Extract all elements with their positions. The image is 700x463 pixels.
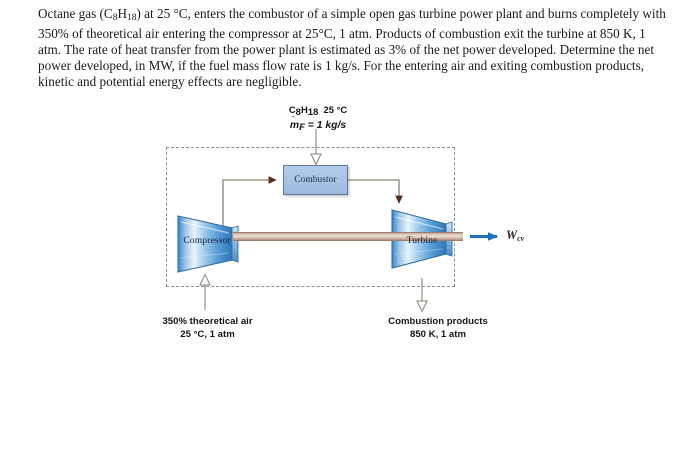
exhaust-line-2: 850 K, 1 atm xyxy=(410,328,466,340)
compressor-body xyxy=(177,215,239,273)
mass-flow-dot: ˙ xyxy=(291,115,295,126)
fuel-formula-h: H xyxy=(300,104,308,115)
work-symbol: W xyxy=(506,228,518,242)
mass-flow-value: = 1 kg/s xyxy=(307,120,347,132)
octane-carbon-subscript: 8 xyxy=(112,13,118,24)
compressor-label: Compressor xyxy=(183,235,231,246)
combustor-label: Combustor xyxy=(294,175,337,185)
problem-text-part-1: Octane gas (C xyxy=(38,6,113,21)
air-inlet-line-2: 25 °C, 1 atm xyxy=(180,328,235,340)
turbine-compressor-shaft xyxy=(233,232,463,241)
problem-text-part-3: ) at 25 °C, enters the combustor of a si… xyxy=(38,6,666,90)
fuel-inlet-label: C8H18 25 °C ˙mF = 1 kg/s xyxy=(238,103,398,134)
combustor-component[interactable]: Combustor xyxy=(283,165,348,195)
exhaust-outlet-label: Combustion products 850 K, 1 atm xyxy=(338,316,538,341)
mass-flow-subscript: F xyxy=(299,122,305,134)
fuel-temperature: 25 °C xyxy=(323,104,348,115)
mass-flow-m: m xyxy=(289,120,300,132)
fuel-inlet-arrow xyxy=(310,129,322,166)
fuel-formula-c: C xyxy=(288,104,296,115)
work-output-label: ˙Wcv xyxy=(506,228,524,243)
fuel-formula-h-sub: 18 xyxy=(307,107,319,119)
exhaust-outlet-arrow xyxy=(416,278,428,313)
octane-hydrogen-subscript: 18 xyxy=(126,13,137,24)
gas-turbine-schematic: Combustor Compressor Turbine C8H18 25 °C… xyxy=(115,103,538,341)
fuel-mass-flow-line: ˙mF = 1 kg/s xyxy=(238,115,398,134)
fuel-formula-line: C8H18 25 °C xyxy=(238,103,398,119)
problem-text: Octane gas (C8H18) at 25 °C, enters the … xyxy=(38,6,666,91)
control-volume-boundary xyxy=(166,147,455,287)
air-inlet-line-1: 350% theoretical air xyxy=(162,316,253,327)
problem-statement: Octane gas (C8H18) at 25 °C, enters the … xyxy=(38,6,666,91)
pipe-compressor-to-combustor xyxy=(222,176,277,236)
turbine-label: Turbine xyxy=(406,235,438,246)
problem-text-part-2: H xyxy=(117,6,127,21)
fuel-formula-c-sub: 8 xyxy=(295,107,301,119)
air-inlet-arrow xyxy=(199,273,211,310)
mass-flow-symbol: ˙m xyxy=(289,115,300,132)
exhaust-line-1: Combustion products xyxy=(388,316,488,327)
pipe-combustor-to-turbine xyxy=(348,179,403,204)
air-inlet-label: 350% theoretical air 25 °C, 1 atm xyxy=(115,316,300,341)
work-subscript: cv xyxy=(517,234,525,243)
